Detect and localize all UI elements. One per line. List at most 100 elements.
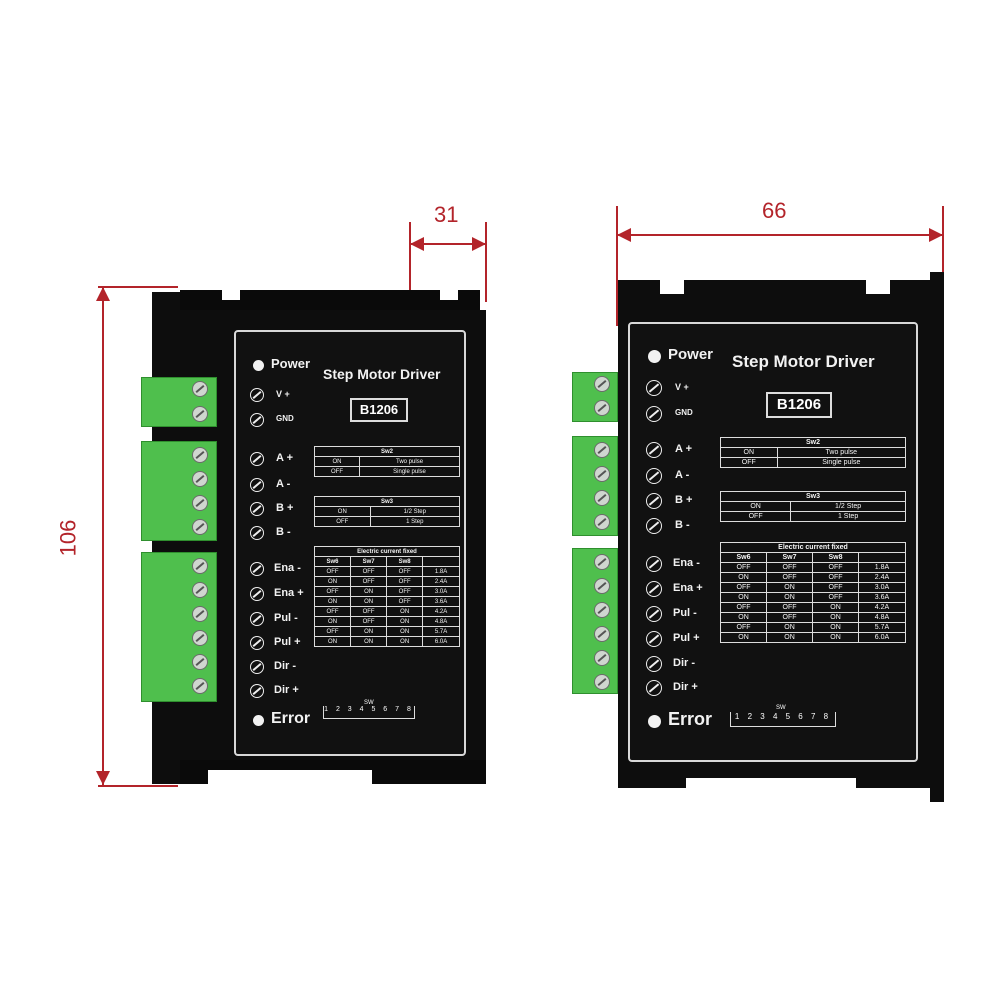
terminal-screw-icon <box>646 556 662 572</box>
sw2-cell: OFF <box>313 466 361 477</box>
current-cell: 4.2A <box>858 602 906 613</box>
current-cell: OFF <box>313 586 352 597</box>
driver-right-bottom-notch <box>686 778 856 790</box>
current-cell: ON <box>313 576 352 587</box>
pin-label: V + <box>675 382 689 392</box>
sw2-header: Sw2 <box>314 446 460 457</box>
current-col-header: Sw7 <box>350 556 388 567</box>
arrow-right-icon <box>472 237 486 251</box>
dip-switch-label: SW <box>776 705 786 711</box>
dimension-tick-front-left <box>616 206 618 326</box>
pin-label: Dir + <box>274 684 299 696</box>
current-cell: 5.7A <box>858 622 906 633</box>
dip-switch-numbers: 1 2 3 4 5 6 7 8 <box>323 706 415 719</box>
terminal-screw-icon <box>250 587 264 601</box>
current-cell: 4.8A <box>858 612 906 623</box>
pin-label: Dir + <box>673 681 698 693</box>
current-cell: OFF <box>766 602 813 613</box>
terminal-screw-icon <box>594 650 610 666</box>
driver-right-top-notch <box>660 280 684 294</box>
current-cell: ON <box>350 626 388 637</box>
terminal-screw-icon <box>192 558 208 574</box>
sw3-cell: ON <box>719 501 792 512</box>
current-cell: 4.8A <box>422 616 460 627</box>
error-led-icon <box>648 715 661 728</box>
sw2-cell: Two pulse <box>776 447 907 458</box>
current-cell: ON <box>313 636 352 647</box>
sw2-cell: Single pulse <box>776 457 907 468</box>
pin-label: Dir - <box>274 660 296 672</box>
error-label: Error <box>668 709 713 729</box>
sw3-header: Sw3 <box>720 491 906 502</box>
dimension-tick-front-right <box>942 206 944 276</box>
terminal-screw-icon <box>646 468 662 484</box>
terminal-screw-icon <box>594 400 610 416</box>
arrow-down-icon <box>96 771 110 785</box>
terminal-screw-icon <box>192 471 208 487</box>
terminal-screw-icon <box>594 626 610 642</box>
pin-label: Pul + <box>673 632 700 644</box>
terminal-screw-icon <box>192 678 208 694</box>
sw3-cell: 1/2 Step <box>790 501 906 512</box>
current-cell: ON <box>386 626 424 637</box>
pin-label: Ena + <box>673 582 703 594</box>
sw2-cell: Two pulse <box>359 456 460 467</box>
terminal-screw-icon <box>250 452 264 466</box>
dimension-label-height: 106 <box>55 519 81 557</box>
dimension-label-side-width: 31 <box>434 202 459 227</box>
current-cell: OFF <box>313 626 352 637</box>
current-cell: OFF <box>386 596 424 607</box>
power-led-icon <box>648 350 661 363</box>
pin-label: Dir - <box>673 657 695 669</box>
sw3-cell: OFF <box>314 516 371 527</box>
current-cell: OFF <box>350 616 388 627</box>
error-led-icon <box>253 715 264 726</box>
driver-left-panel <box>234 330 466 756</box>
current-cell: ON <box>766 582 813 593</box>
current-cell: ON <box>766 622 813 633</box>
terminal-screw-icon <box>192 381 208 397</box>
current-cell: ON <box>720 612 767 623</box>
current-cell: OFF <box>350 576 388 587</box>
dimension-tick-bottom <box>98 785 178 787</box>
sw3-cell: 1 Step <box>369 516 461 527</box>
terminal-screw-icon <box>250 660 264 674</box>
current-cell: ON <box>313 616 352 627</box>
current-cell: OFF <box>812 572 859 583</box>
terminal-screw-icon <box>646 581 662 597</box>
current-cell: OFF <box>350 566 388 577</box>
terminal-screw-icon <box>646 680 662 696</box>
dimension-line-side-width <box>410 243 486 245</box>
current-cell: OFF <box>812 582 859 593</box>
terminal-block-signal <box>141 552 217 702</box>
sw3-cell: 1 Step <box>790 511 906 522</box>
pin-label: Pul - <box>274 612 298 624</box>
current-cell: ON <box>812 632 859 643</box>
current-header: Electric current fixed <box>314 546 460 557</box>
current-cell: ON <box>720 592 767 603</box>
pin-label: B + <box>276 502 294 514</box>
terminal-block-signal <box>572 548 618 694</box>
current-cell: OFF <box>766 612 813 623</box>
pin-label: Ena + <box>274 587 304 599</box>
terminal-screw-icon <box>646 493 662 509</box>
current-cell: ON <box>766 632 813 643</box>
pin-label: Ena - <box>673 557 700 569</box>
dimension-line-height <box>102 287 104 785</box>
current-cell: ON <box>812 612 859 623</box>
terminal-screw-icon <box>594 602 610 618</box>
current-cell: ON <box>766 592 813 603</box>
terminal-screw-icon <box>646 606 662 622</box>
terminal-screw-icon <box>594 376 610 392</box>
arrow-left-icon <box>617 228 631 242</box>
terminal-screw-icon <box>646 380 662 396</box>
current-col-header: Sw8 <box>386 556 424 567</box>
sw2-cell: OFF <box>720 457 778 468</box>
power-led-icon <box>253 360 264 371</box>
current-cell: OFF <box>812 592 859 603</box>
current-cell: ON <box>350 586 388 597</box>
dip-switch-label: SW <box>364 700 374 706</box>
